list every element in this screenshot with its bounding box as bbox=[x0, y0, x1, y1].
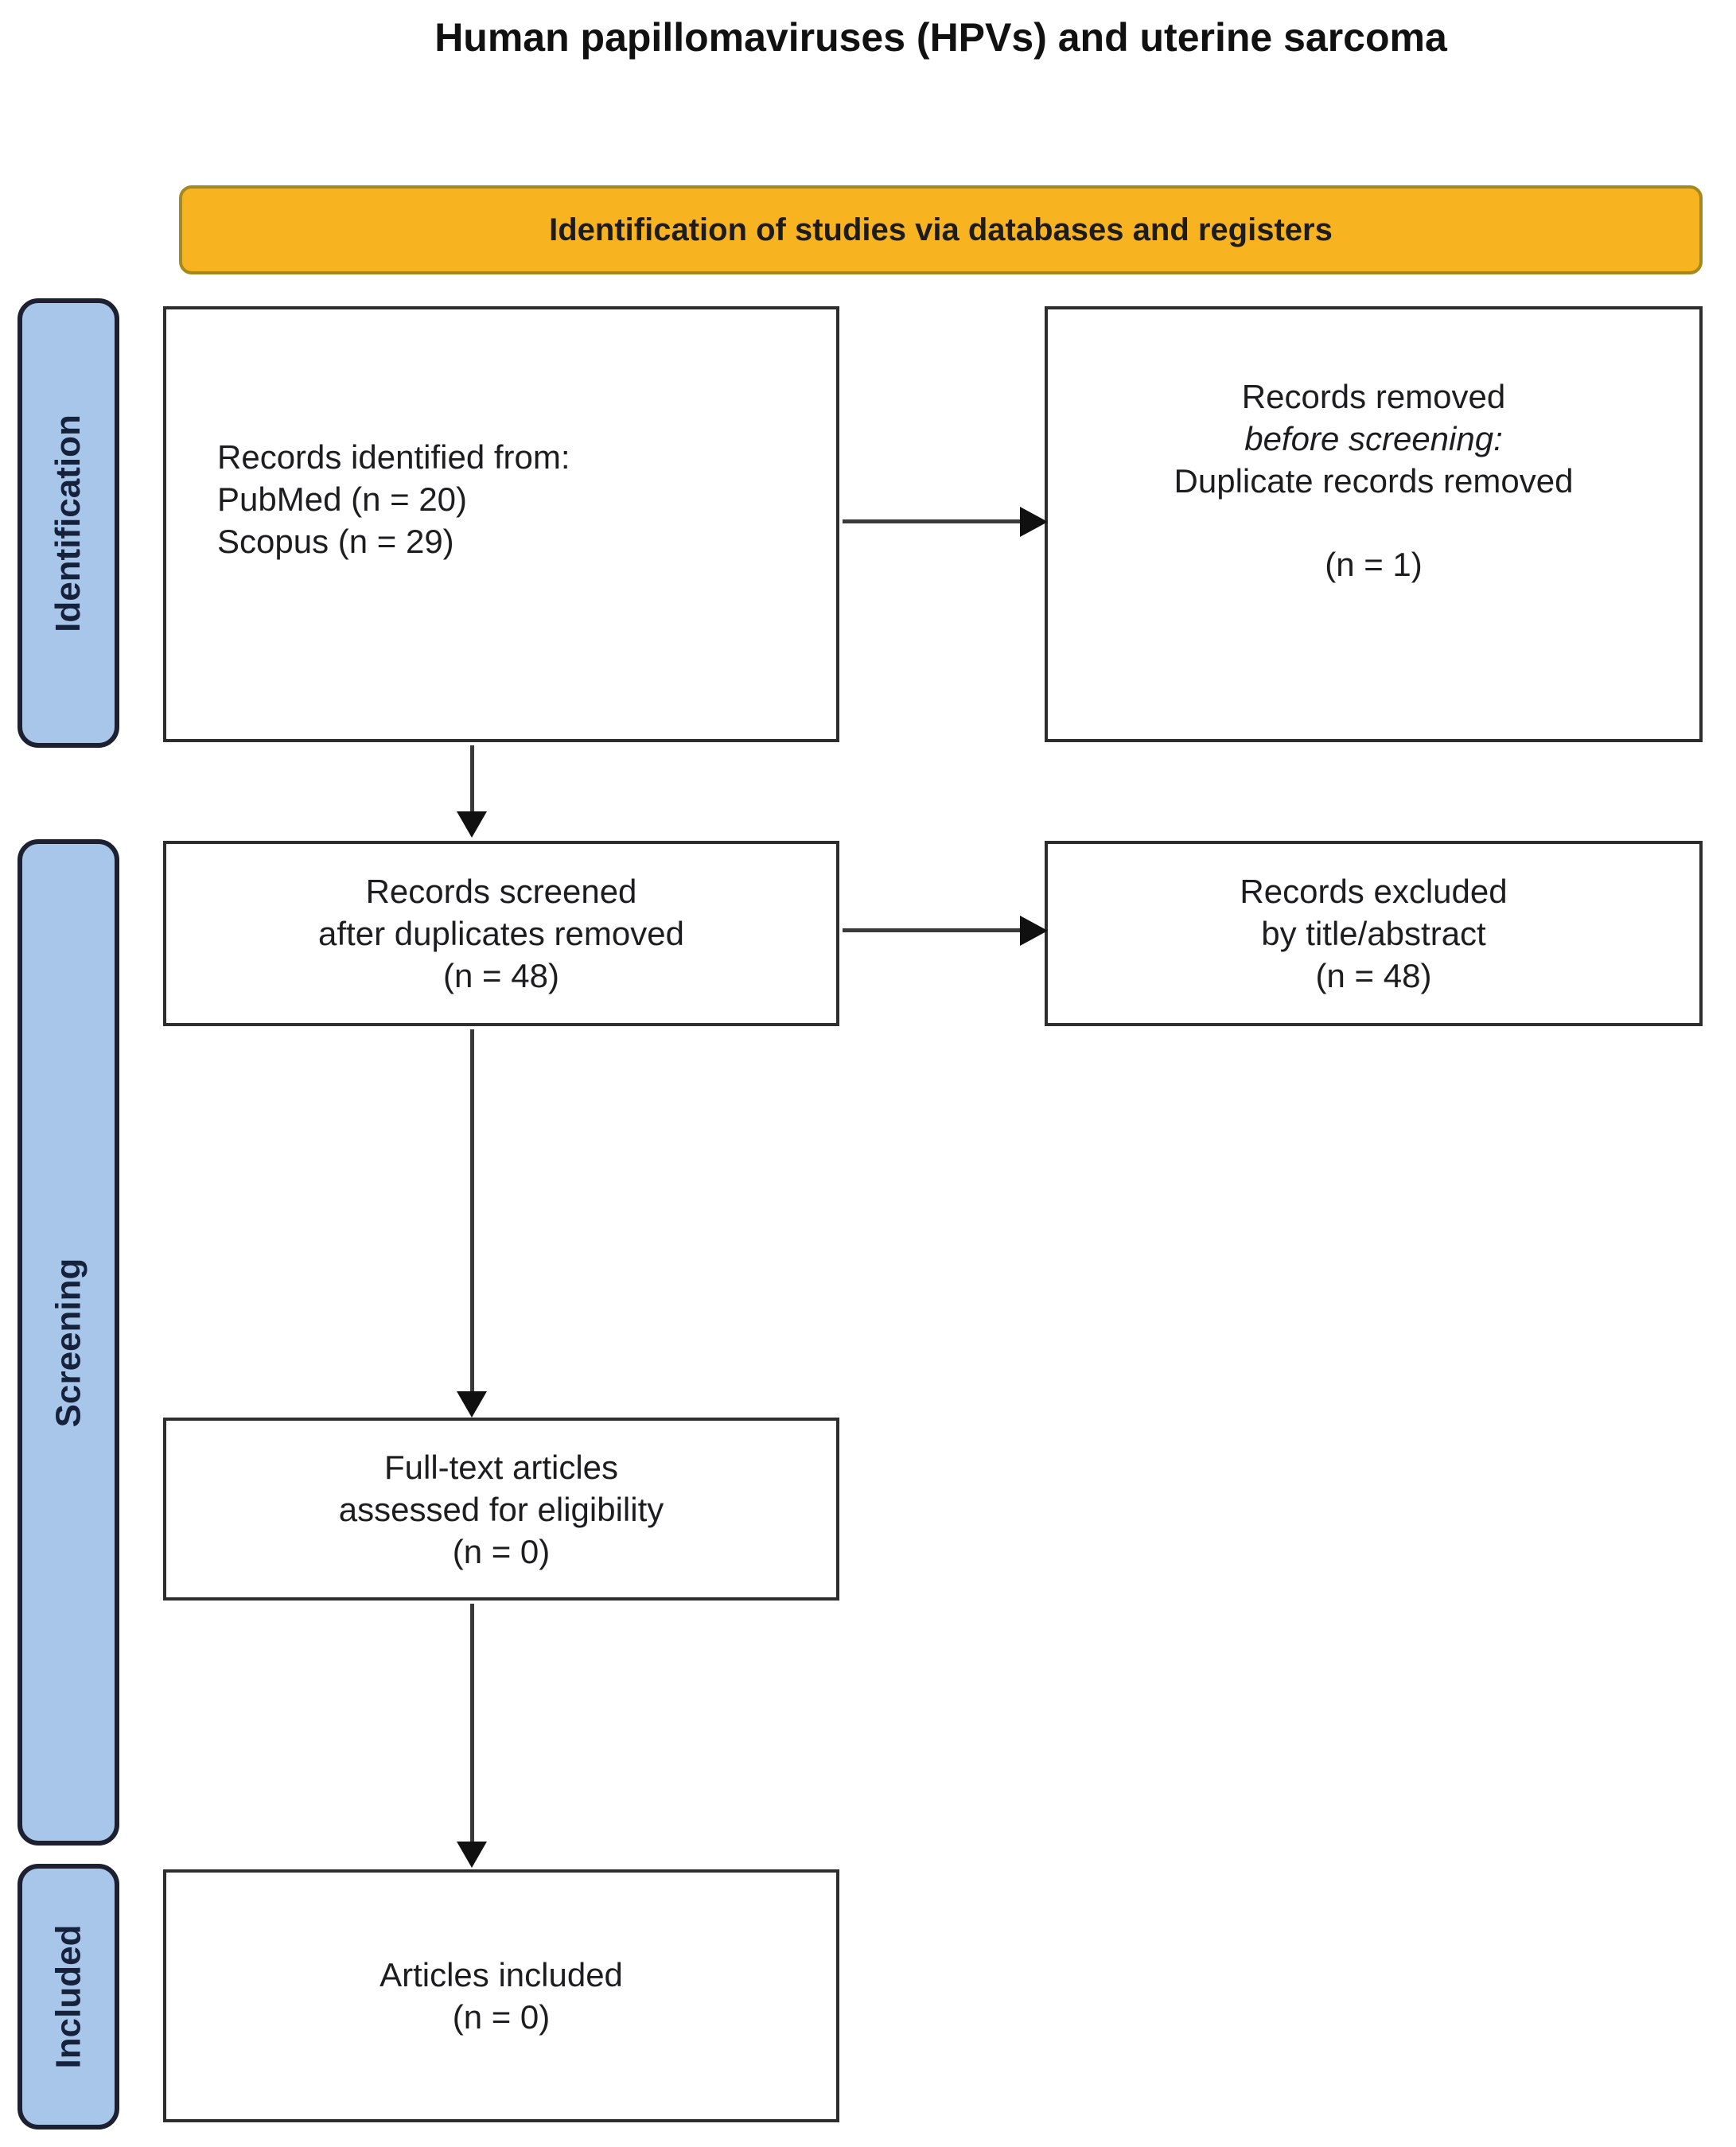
sidebar-included: Included bbox=[18, 1864, 119, 2129]
records-removed-line-1: Records removed bbox=[1241, 378, 1506, 415]
arrow-line-vertical bbox=[470, 1604, 474, 1844]
arrow-line-horizontal bbox=[843, 519, 1022, 523]
sidebar-included-label: Included bbox=[49, 1924, 88, 2069]
sidebar-identification-label: Identification bbox=[49, 414, 88, 632]
box-records-identified: Records identified from: PubMed (n = 20)… bbox=[163, 306, 839, 742]
articles-included-line-1: Articles included bbox=[380, 1956, 623, 1993]
box-articles-included: Articles included (n = 0) bbox=[163, 1869, 839, 2122]
records-screened-line-2: after duplicates removed bbox=[318, 915, 684, 952]
records-removed-line-2: before screening: bbox=[1244, 420, 1503, 457]
records-identified-line-3: Scopus (n = 29) bbox=[217, 522, 454, 560]
records-identified-line-1: Records identified from: bbox=[217, 438, 570, 476]
identification-banner: Identification of studies via databases … bbox=[179, 185, 1703, 274]
box-records-screened: Records screened after duplicates remove… bbox=[163, 841, 839, 1026]
records-screened-count: (n = 48) bbox=[443, 957, 559, 994]
records-excluded-line-2: by title/abstract bbox=[1261, 915, 1486, 952]
records-screened-line-1: Records screened bbox=[365, 873, 637, 910]
records-removed-count: (n = 1) bbox=[1325, 546, 1423, 583]
page-title: Human papillomaviruses (HPVs) and uterin… bbox=[434, 15, 1447, 60]
records-excluded-count: (n = 48) bbox=[1315, 957, 1432, 994]
box-fulltext-assessed: Full-text articles assessed for eligibil… bbox=[163, 1418, 839, 1601]
arrow-line-horizontal bbox=[843, 928, 1022, 932]
records-removed-line-3: Duplicate records removed bbox=[1174, 462, 1574, 500]
box-records-excluded: Records excluded by title/abstract (n = … bbox=[1045, 841, 1703, 1026]
arrowhead-right-icon bbox=[1020, 507, 1048, 537]
arrow-line-vertical bbox=[470, 1029, 474, 1394]
arrow-line-vertical bbox=[470, 745, 474, 814]
sidebar-screening: Screening bbox=[18, 839, 119, 1846]
banner-label: Identification of studies via databases … bbox=[549, 212, 1333, 247]
fulltext-assessed-count: (n = 0) bbox=[452, 1532, 551, 1570]
arrowhead-down-icon bbox=[457, 1391, 487, 1418]
sidebar-identification: Identification bbox=[18, 298, 119, 748]
box-records-removed: Records removed before screening: Duplic… bbox=[1045, 306, 1703, 742]
arrowhead-down-icon bbox=[457, 811, 487, 838]
arrowhead-down-icon bbox=[457, 1842, 487, 1868]
records-excluded-line-1: Records excluded bbox=[1240, 873, 1508, 910]
sidebar-screening-label: Screening bbox=[49, 1258, 88, 1427]
fulltext-assessed-line-2: assessed for eligibility bbox=[338, 1490, 664, 1528]
articles-included-count: (n = 0) bbox=[452, 1998, 551, 2036]
fulltext-assessed-line-1: Full-text articles bbox=[383, 1448, 619, 1486]
arrowhead-right-icon bbox=[1020, 916, 1048, 946]
records-identified-line-2: PubMed (n = 20) bbox=[217, 480, 468, 518]
